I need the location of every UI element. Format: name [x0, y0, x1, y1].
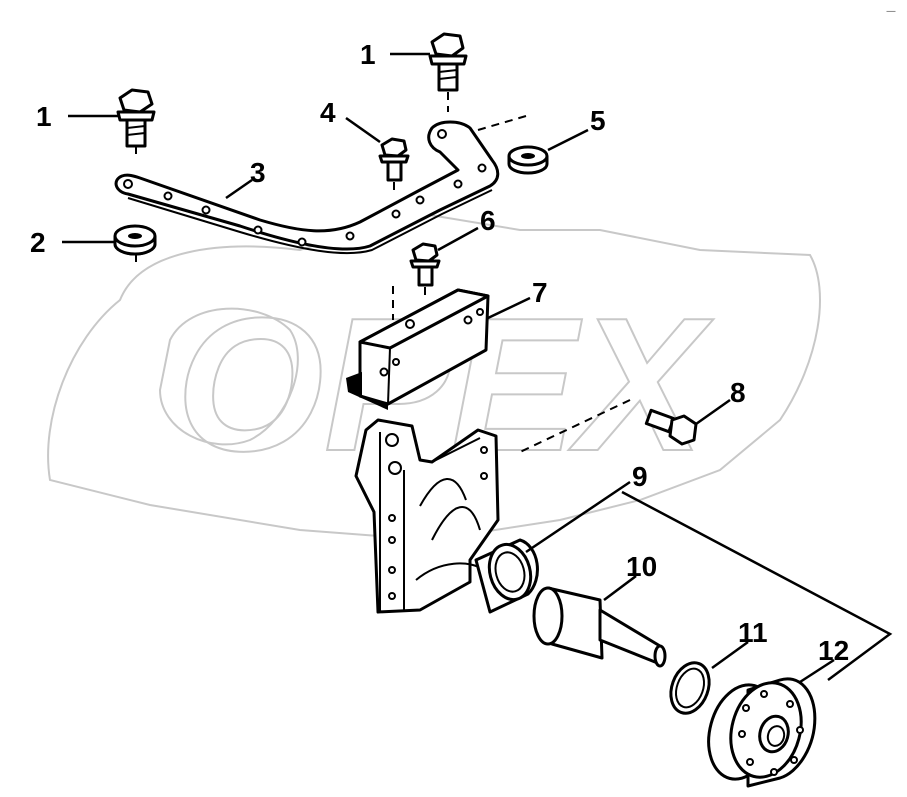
shaft-10 — [532, 586, 667, 668]
bracket-plate-3 — [114, 115, 527, 255]
spacer-2 — [113, 224, 157, 266]
callout-9: 9 — [632, 461, 648, 492]
callout-1b: 1 — [360, 39, 376, 70]
support-housing-9 — [354, 418, 539, 614]
callout-6: 6 — [480, 205, 496, 236]
hub-12 — [707, 677, 817, 788]
bolt-4 — [378, 137, 410, 196]
bolt-6 — [392, 242, 441, 320]
callout-11: 11 — [738, 617, 768, 648]
callout-leaders — [62, 52, 893, 684]
callout-10: 10 — [626, 551, 657, 582]
spacer-5 — [507, 145, 549, 175]
callout-8: 8 — [730, 377, 746, 408]
bolt-1-top — [428, 32, 468, 112]
bolt-8 — [519, 399, 698, 453]
callout-12: 12 — [818, 635, 849, 666]
corner-mark: — — [886, 6, 896, 17]
callout-labels: 1 1 2 3 4 5 6 7 8 9 10 11 12 — [30, 39, 849, 666]
callout-1a: 1 — [36, 101, 52, 132]
callout-2: 2 — [30, 227, 46, 258]
retaining-ring-11 — [669, 661, 711, 715]
callout-4: 4 — [320, 97, 336, 128]
bolt-1-left — [116, 88, 156, 160]
mounting-block-7 — [346, 288, 490, 410]
callout-5: 5 — [590, 105, 606, 136]
callout-3: 3 — [250, 157, 266, 188]
callout-7: 7 — [532, 277, 548, 308]
